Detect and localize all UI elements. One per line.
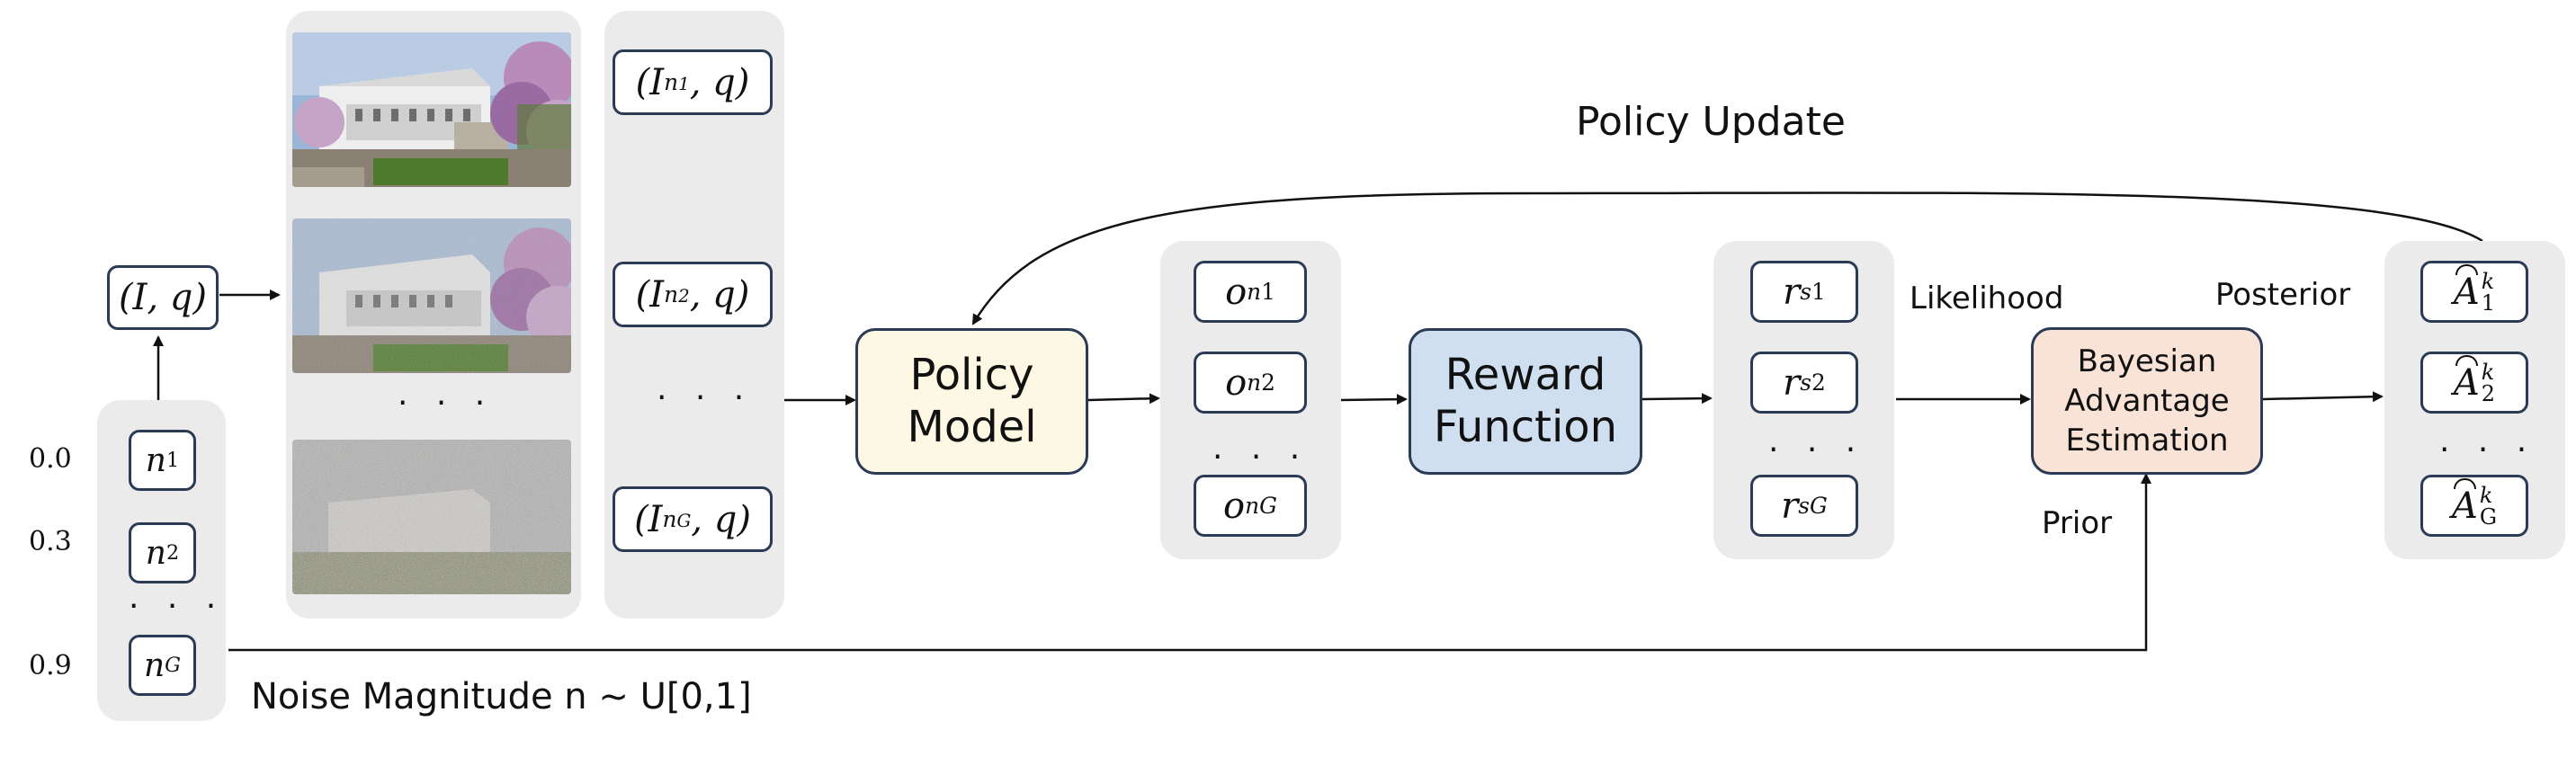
advantages-dots: . . . (2439, 423, 2536, 459)
bayesian-line2: Advantage (2064, 382, 2230, 419)
arrow-outputs-to-reward (1339, 394, 1408, 405)
pairs-dots: . . . (657, 370, 754, 407)
noise-level-2: 0.9 (29, 650, 72, 681)
reward-function-line1: Reward (1445, 349, 1606, 400)
input-token: (I, q) (107, 265, 219, 330)
image-noisy (292, 218, 571, 373)
noise-caption: Noise Magnitude n ~ U[0,1] (251, 676, 752, 717)
label-prior: Prior (2042, 505, 2113, 541)
noise-level-0: 0.0 (29, 443, 72, 475)
outputs-dots: . . . (1212, 430, 1310, 467)
label-policy-update: Policy Update (1576, 99, 1846, 145)
arrow-prior (228, 473, 2151, 652)
label-posterior: Posterior (2215, 277, 2351, 313)
policy-model-line1: Policy (909, 349, 1034, 400)
images-dots: . . . (398, 376, 495, 413)
arrow-policy-update (971, 191, 2483, 325)
bayesian-advantage-box: Bayesian Advantage Estimation (2031, 327, 2263, 475)
reward-function-line2: Function (1433, 401, 1618, 452)
label-likelihood: Likelihood (1910, 281, 2064, 316)
noise-dots: . . . (129, 579, 226, 616)
policy-model-line2: Model (907, 401, 1037, 452)
noise-level-1: 0.3 (29, 526, 72, 557)
arrow-bayes-to-advantages (2262, 391, 2384, 403)
bayesian-line1: Bayesian (2077, 343, 2217, 379)
image-clean (292, 32, 571, 187)
arrow-reward-to-rewards (1641, 393, 1713, 405)
arrow-policy-to-outputs (1087, 393, 1160, 405)
bayesian-line3: Estimation (2065, 423, 2229, 459)
image-heavy-noise (292, 440, 571, 594)
rewards-dots: . . . (1768, 423, 1865, 459)
